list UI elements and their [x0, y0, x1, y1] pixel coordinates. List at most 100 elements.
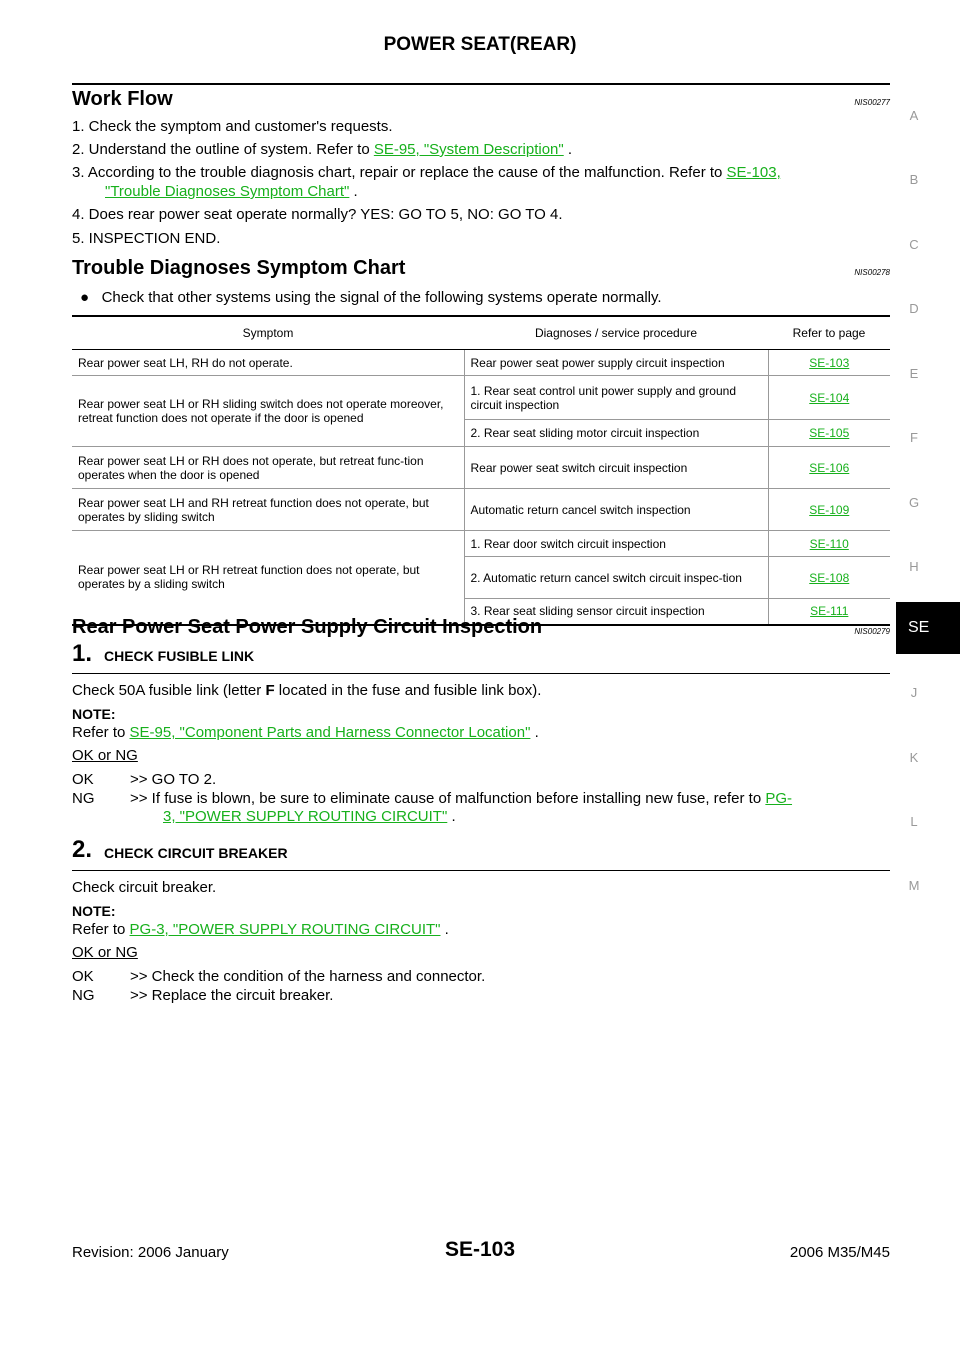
- inspection-title: Rear Power Seat Power Supply Circuit Ins…: [72, 616, 543, 638]
- bullet-icon: ●: [80, 289, 90, 306]
- ref-link-se-103[interactable]: SE-103: [809, 355, 850, 370]
- page-title: POWER SEAT(REAR): [383, 34, 577, 55]
- step-1-ok-label: OK: [72, 771, 94, 788]
- link-power-supply-routing-circuit[interactable]: 3, "POWER SUPPLY ROUTING CIRCUIT": [163, 808, 448, 825]
- ref-cell: SE-108: [767, 556, 890, 599]
- ref-link-se-108[interactable]: SE-108: [809, 570, 850, 585]
- header-refer: Refer to page: [768, 315, 890, 350]
- ref-cell: SE-110: [767, 530, 890, 557]
- link-trouble-diagnoses-symptom-chart[interactable]: "Trouble Diagnoses Symptom Chart": [105, 183, 350, 200]
- symptom-cell: Rear power seat LH or RH retreat functio…: [72, 530, 464, 626]
- inspection-code: NIS00279: [854, 627, 890, 636]
- footer-revision: Revision: 2006 January: [72, 1244, 229, 1261]
- step-3-text: 3. According to the trouble diagnosis ch…: [72, 164, 727, 181]
- table-row: Rear power seat LH or RH does not operat…: [72, 446, 890, 489]
- ref-cell: SE-105: [767, 419, 890, 447]
- step-2-text: Check circuit breaker.: [72, 879, 217, 896]
- work-flow-step-4: 4. Does rear power seat operate normally…: [72, 206, 563, 223]
- ref-link-se-105[interactable]: SE-105: [809, 426, 850, 440]
- step-2-rule: [72, 870, 890, 871]
- ref-link-se-106[interactable]: SE-106: [809, 460, 850, 475]
- ref-link-se-111[interactable]: SE-111: [810, 604, 849, 619]
- side-index-b[interactable]: B: [909, 172, 919, 187]
- side-index-f[interactable]: F: [910, 430, 918, 445]
- side-index-m[interactable]: M: [908, 878, 920, 893]
- table-row: Rear power seat LH or RH sliding switch …: [72, 375, 890, 447]
- link-se-95-component-parts[interactable]: SE-95, "Component Parts and Harness Conn…: [129, 724, 531, 741]
- step-3-end: .: [349, 183, 358, 200]
- header-procedure: Diagnoses / service procedure: [464, 315, 768, 350]
- table-row: Rear power seat LH or RH retreat functio…: [72, 530, 890, 626]
- side-index-k[interactable]: K: [909, 750, 919, 765]
- footer-page-number: SE-103: [444, 1238, 516, 1261]
- step-2-end: .: [563, 141, 573, 158]
- step-2-text: 2. Understand the outline of system. Ref…: [72, 141, 374, 158]
- step-1-ng-text-cont: 3, "POWER SUPPLY ROUTING CIRCUIT" .: [163, 808, 456, 825]
- step-1-text-pre: Check 50A fusible link (letter: [72, 682, 266, 699]
- procedure-cell: 3. Rear seat sliding sensor circuit insp…: [463, 598, 768, 626]
- step-2-ng-text: >> Replace the circuit breaker.: [130, 987, 334, 1004]
- side-index-g[interactable]: G: [908, 495, 920, 510]
- header-rule: [72, 83, 890, 85]
- ref-cell: SE-106: [767, 446, 890, 489]
- header-symptom: Symptom: [72, 315, 464, 350]
- step-2-ok-or-ng: OK or NG: [72, 944, 138, 961]
- procedure-cell: 1. Rear door switch circuit inspection: [463, 530, 768, 557]
- side-index-d[interactable]: D: [909, 301, 919, 316]
- ref-cell: SE-111: [767, 598, 890, 626]
- procedure-cell: 1. Rear seat control unit power supply a…: [463, 375, 768, 420]
- step-2-note-label: NOTE:: [72, 903, 116, 919]
- step-2-ng-label: NG: [72, 987, 95, 1004]
- link-se-103[interactable]: SE-103,: [726, 164, 781, 181]
- step-1-ok-or-ng: OK or NG: [72, 747, 138, 764]
- ref-link-se-104[interactable]: SE-104: [809, 390, 850, 405]
- symptom-chart-title: Trouble Diagnoses Symptom Chart: [72, 257, 406, 279]
- side-index-h[interactable]: H: [909, 559, 919, 574]
- side-index-c[interactable]: C: [909, 237, 919, 252]
- procedure-cell: 2. Rear seat sliding motor circuit inspe…: [463, 419, 768, 447]
- ref-cell: SE-103: [767, 349, 890, 376]
- procedure-cell: Rear power seat power supply circuit ins…: [463, 349, 768, 376]
- procedure-cell: Rear power seat switch circuit inspectio…: [463, 446, 768, 489]
- link-se-95-system-description[interactable]: SE-95, "System Description": [373, 141, 564, 158]
- symptom-chart-bullet: ● Check that other systems using the sig…: [80, 289, 662, 306]
- side-index-j[interactable]: J: [910, 685, 918, 700]
- step-1-ng-label: NG: [72, 790, 95, 807]
- step-1-text-post: located in the fuse and fusible link box…: [274, 682, 542, 699]
- table-row: 2. Rear seat sliding motor circuit inspe…: [72, 419, 890, 447]
- step-1-ng-post: .: [447, 808, 456, 825]
- table-row: 3. Rear seat sliding sensor circuit insp…: [72, 598, 890, 626]
- step-1-ng-text: >> If fuse is blown, be sure to eliminat…: [130, 790, 890, 807]
- side-index-a[interactable]: A: [909, 108, 919, 123]
- symptom-cell: Rear power seat LH, RH do not operate.: [72, 349, 464, 376]
- work-flow-step-3: 3. According to the trouble diagnosis ch…: [72, 164, 781, 181]
- table-row: Rear power seat LH, RH do not operate. R…: [72, 349, 890, 376]
- ref-link-se-109[interactable]: SE-109: [809, 502, 850, 517]
- link-pg-3[interactable]: PG-: [765, 790, 793, 807]
- side-index-se-active[interactable]: SE: [896, 602, 960, 654]
- step-1-ok-text: >> GO TO 2.: [130, 771, 217, 788]
- symptom-cell: Rear power seat LH or RH sliding switch …: [72, 375, 464, 447]
- work-flow-step-2: 2. Understand the outline of system. Ref…: [72, 141, 572, 158]
- symptom-chart-code: NIS00278: [854, 268, 890, 277]
- side-index-l[interactable]: L: [910, 814, 918, 829]
- side-index-e[interactable]: E: [909, 366, 919, 381]
- step-1-note-pre: Refer to: [72, 724, 130, 741]
- footer-model: 2006 M35/M45: [789, 1244, 890, 1261]
- symptom-cell: Rear power seat LH or RH does not operat…: [72, 446, 464, 489]
- symptom-chart-table: Symptom Diagnoses / service procedure Re…: [72, 315, 890, 626]
- table-row: 2. Automatic return cancel switch circui…: [72, 556, 890, 599]
- symptom-cell: Rear power seat LH and RH retreat functi…: [72, 488, 464, 531]
- step-2-note: Refer to PG-3, "POWER SUPPLY ROUTING CIR…: [72, 921, 449, 938]
- step-1-note: Refer to SE-95, "Component Parts and Har…: [72, 724, 539, 741]
- bullet-text: Check that other systems using the signa…: [101, 289, 662, 306]
- ref-link-se-110[interactable]: SE-110: [809, 536, 849, 551]
- step-1-note-post: .: [530, 724, 539, 741]
- work-flow-step-1: 1. Check the symptom and customer's requ…: [72, 118, 393, 135]
- table-row: Rear power seat LH and RH retreat functi…: [72, 488, 890, 531]
- table-header-row: Symptom Diagnoses / service procedure Re…: [72, 315, 890, 350]
- link-pg-3-power-supply[interactable]: PG-3, "POWER SUPPLY ROUTING CIRCUIT": [129, 921, 441, 938]
- ref-cell: SE-104: [767, 375, 890, 420]
- step-2-ok-text: >> Check the condition of the harness an…: [130, 968, 486, 985]
- step-2-note-post: .: [440, 921, 449, 938]
